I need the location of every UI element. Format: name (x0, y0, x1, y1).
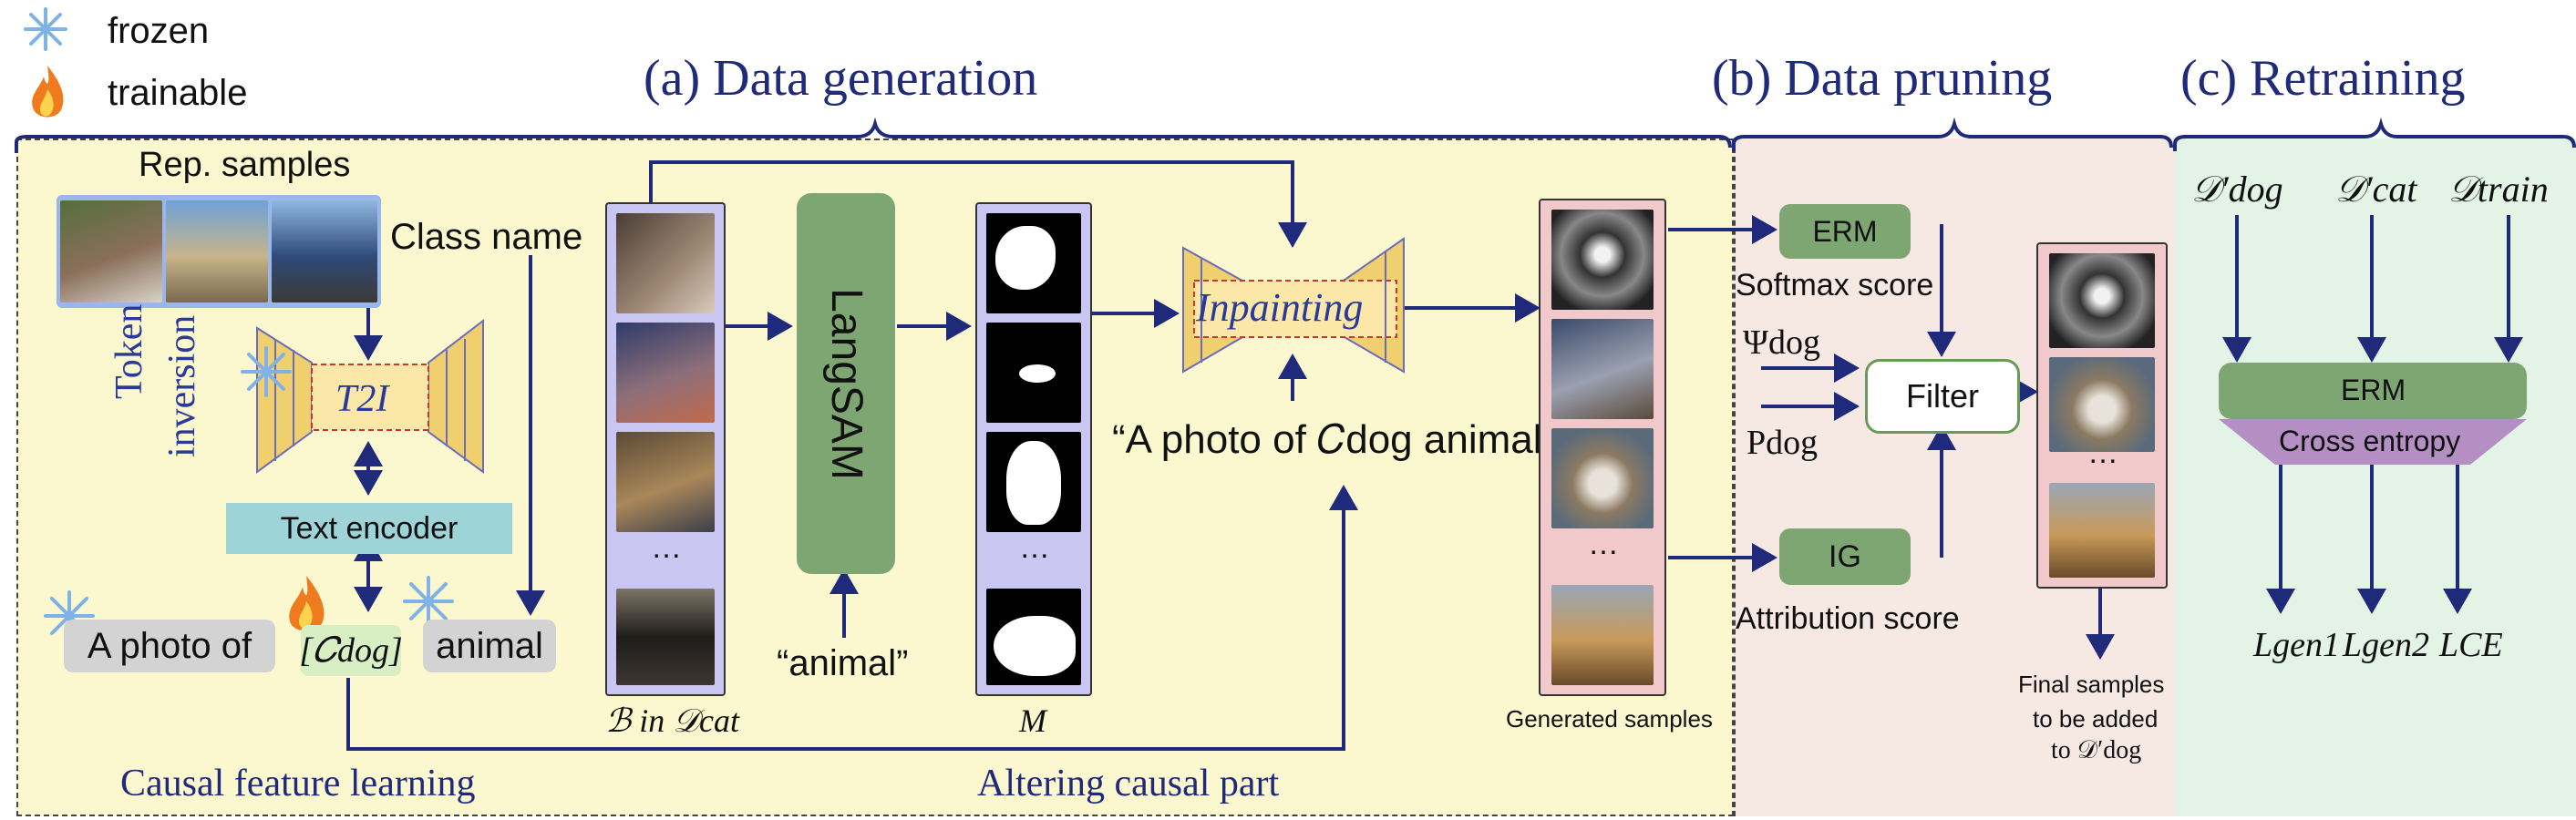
generated-image (1551, 428, 1654, 528)
c-dog-label: [𝐶dog] (299, 631, 403, 670)
t2i-network-shape (256, 318, 484, 474)
generated-image (1551, 210, 1654, 310)
snowflake-icon-legend (24, 7, 67, 51)
mask-image (986, 323, 1081, 423)
retraining-model-shape (2219, 363, 2527, 465)
legend-frozen-label: frozen (108, 11, 210, 51)
rep-sample-image (166, 200, 268, 302)
d-dog-label: 𝒟′dog (2191, 169, 2283, 210)
final-ellipsis: … (2087, 436, 2118, 470)
text-encoder-label: Text encoder (280, 510, 459, 546)
generated-image-strip: … (1539, 199, 1666, 696)
inpainting-label: Inpainting (1196, 285, 1364, 330)
generated-image (1551, 585, 1654, 685)
animal-token: animal (423, 620, 556, 672)
d-cat-label: 𝒟′cat (2335, 169, 2417, 210)
filter-label: Filter (1906, 377, 1979, 415)
langsam-box: LangSAM (797, 193, 895, 574)
altering-causal-part-caption: Altering causal part (977, 763, 1280, 805)
l-ce-label: LCE (2439, 626, 2503, 664)
a-photo-of-token: A photo of (64, 620, 275, 672)
l-gen1-label: Lgen1 (2253, 626, 2340, 664)
generated-samples-label: Generated samples (1506, 705, 1713, 733)
psi-dog-label: Ψdog (1743, 323, 1821, 362)
text-encoder-box: Text encoder (226, 503, 512, 554)
snowflake-icon-animal (403, 576, 454, 627)
legend-trainable-label: trainable (108, 73, 248, 113)
causal-feature-learning-caption: Causal feature learning (120, 763, 476, 805)
softmax-score-label: Softmax score (1736, 268, 1934, 302)
erm-box: ERM (1779, 204, 1911, 259)
mask-image (986, 432, 1081, 532)
batch-image (616, 213, 715, 313)
final-samples-line1: Final samples (2018, 671, 2165, 698)
snowflake-icon-t2i (241, 346, 292, 397)
retrain-erm-label: ERM (2341, 374, 2406, 406)
mask-label: M (1019, 702, 1046, 739)
rep-samples-label: Rep. samples (139, 146, 351, 184)
batch-label: ℬ in 𝒟cat (605, 702, 740, 739)
l-gen2-label: Lgen2 (2343, 626, 2429, 664)
generated-image (1551, 319, 1654, 419)
langsam-label: LangSAM (821, 287, 871, 480)
t2i-label: T2I (335, 378, 389, 420)
a-photo-of-label: A photo of (87, 625, 252, 666)
batch-image (616, 589, 715, 685)
attribution-score-label: Attribution score (1736, 601, 1960, 636)
final-samples-line2: to be added (2033, 705, 2159, 733)
animal-prompt-label: “animal” (777, 643, 909, 683)
final-sample-image (2049, 483, 2155, 578)
generated-ellipsis: … (1588, 527, 1619, 561)
animal-label: animal (436, 625, 543, 666)
inpainting-prompt-label: “A photo of 𝐶dog animal” (1112, 417, 1556, 462)
class-name-label: Class name (390, 217, 583, 257)
mask-image (986, 213, 1081, 313)
strip-ellipsis: … (651, 530, 682, 565)
header-retraining: (c) Retraining (2180, 50, 2466, 107)
ig-box: IG (1779, 528, 1911, 585)
header-data-pruning: (b) Data pruning (1712, 50, 2053, 107)
header-data-generation: (a) Data generation (644, 50, 1038, 107)
mask-strip: … (975, 202, 1092, 696)
final-samples-strip: … (2036, 242, 2168, 589)
d-train-label: 𝒟train (2448, 169, 2549, 210)
p-dog-label: Pdog (1747, 424, 1819, 462)
final-sample-image (2049, 253, 2155, 348)
batch-image (616, 432, 715, 532)
fire-icon-c-dog (289, 576, 325, 631)
mask-image (986, 589, 1081, 685)
token-inversion-label-2: inversion (161, 314, 203, 457)
fire-icon-legend (32, 66, 64, 118)
final-samples-line3: to 𝒟′dog (2051, 736, 2142, 764)
rep-sample-image (272, 200, 377, 302)
batch-image (616, 323, 715, 423)
c-dog-token: [𝐶dog] (299, 625, 403, 676)
ig-label: IG (1829, 538, 1861, 574)
mask-ellipsis: … (1019, 530, 1050, 565)
batch-image-strip: … (605, 202, 726, 696)
rep-samples-images (57, 195, 381, 308)
inpainting-network-shape (1182, 237, 1405, 374)
rep-sample-image (60, 200, 162, 302)
filter-box: Filter (1865, 359, 2020, 434)
token-inversion-label-1: Token (108, 303, 150, 399)
erm-label: ERM (1812, 214, 1878, 248)
cross-entropy-label: Cross entropy (2279, 425, 2461, 457)
final-sample-image (2049, 357, 2155, 452)
